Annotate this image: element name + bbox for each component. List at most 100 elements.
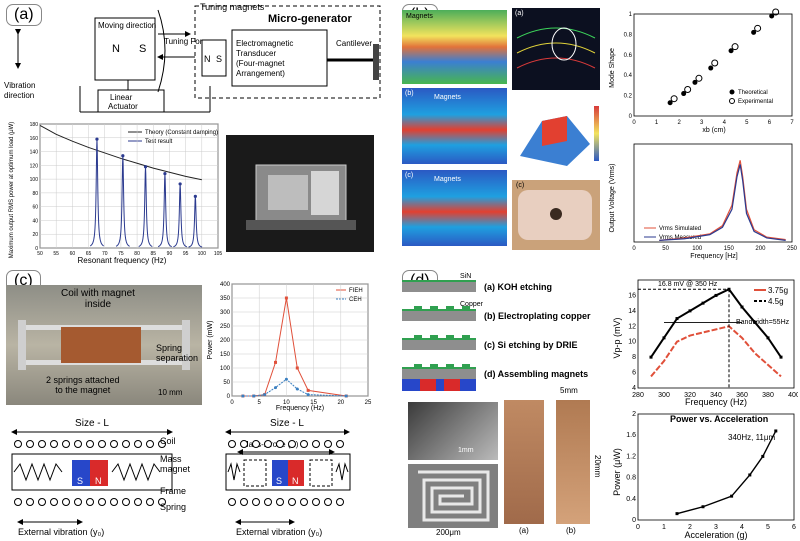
coil-turn [26,440,34,448]
chart-c-fieh-point [274,360,278,364]
voltage-plot-frame [633,143,793,243]
chart-c-fieh-line [242,297,347,397]
voltage-xtick-label: 0 [632,246,636,252]
chart-a-peak-curve [173,183,188,248]
legend-a-test: Test result [145,139,173,145]
ext-vib-right: External vibration (y₀) [236,527,322,537]
process-flow: SiN Copper (a) KOH etching(b) Electropla… [402,273,591,391]
chart-c-ceh-point [274,386,278,390]
power-xtick-label: 4 [740,524,744,531]
chart-c-ytick-label: 200 [220,338,231,344]
mode-exp-point [684,86,692,94]
moving-direction-label: Moving direction [98,21,156,30]
actuator-label-1: Linear [110,93,133,102]
sem-scale-1: 1mm [458,447,474,454]
chart-c-ceh-point [306,393,310,397]
surface-art [520,106,599,166]
coil-turn [146,498,154,506]
vpp-45-point [701,301,705,305]
legend-c-ceh: CEH [349,297,362,303]
legend-mode-theo: Theoretical [738,90,768,96]
coil-turn [312,498,320,506]
process-sin-layer [402,309,476,311]
chart-c-ytick-label: 100 [220,366,231,372]
magnet-right-red [288,473,304,486]
power-point [730,494,734,498]
sem-image-2 [408,464,498,528]
chart-c-xtick-label: 15 [310,400,317,406]
chart-a-xtick-label: 85 [150,251,156,257]
magnet-left-blue-top [72,460,90,473]
voltage-xtick-label: 150 [724,246,735,252]
diag-mass-l2: magnet [160,464,191,474]
magnet-right-s: S [276,476,282,486]
coil-row-bottom-left [14,498,166,506]
mode-exp-point [754,24,762,32]
coil-turn [252,498,260,506]
mode-xtick-label: 1 [655,120,659,126]
power-xtick-label: 2 [688,524,692,531]
chart-a-peak-point [193,194,197,198]
chart-a-ytick-label: 20 [32,232,38,238]
diag-frame-label: Frame [160,486,186,496]
chart-a-ytick-label: 140 [30,150,39,156]
cantilever-label: Cantilever [336,39,372,48]
transducer-l3: (Four-magnet [236,59,285,68]
mode-theo-point [728,48,734,54]
spiral-art [418,470,490,522]
process-step-label: (a) KOH etching [484,282,552,292]
vpp-chart: Frequency (Hz) Vp-p (mV) 3.75g 4.5g 16.8… [612,279,798,407]
coil-turn [14,440,22,448]
coil-turn [122,440,130,448]
spring-left-a [13,462,63,482]
process-copper [446,306,454,309]
magnet-left-red [90,473,108,486]
mode-theo-point [692,79,698,85]
coil-turn [300,498,308,506]
photo-device-block [268,175,308,210]
vpp-annotation-bw: Bandwidth=55Hz [736,319,790,326]
magnet-right-red-top [288,460,304,473]
chart-c-ytick-label: 300 [220,310,231,316]
coil-turn [276,498,284,506]
transducer-l4: Arrangement) [236,69,285,78]
vpp-45-point [714,293,718,297]
mode-xtick-label: 7 [790,120,794,126]
fieldlines-art [516,27,596,69]
coil-turn [86,498,94,506]
vibration-direction: Vibration direction [4,29,35,100]
vpp-ytick-label: 8 [632,354,636,361]
micro-generator-box [194,5,381,99]
coil-row-bottom-right [228,498,344,506]
vpp-ytick-label: 16 [628,292,636,299]
process-wafer [402,338,476,350]
legend-mode-exp: Experimental [738,99,773,105]
chart-a-xtick-label: 55 [53,251,59,257]
chart-c-ceh-point [252,394,256,398]
mode-xtick-label: 5 [745,120,749,126]
voltage-sim-line [659,160,786,241]
process-sin-label: SiN [460,273,471,280]
block-pole-s: S [139,43,146,55]
tm-pole-n: N [204,54,211,64]
power-point [774,429,778,433]
process-rows: (a) KOH etching(b) Electroplating copper… [402,280,591,391]
frame-right [225,453,351,491]
power-point [701,505,705,509]
chart-a-xtick-label: 60 [70,251,76,257]
process-magnet-blue [402,379,476,391]
mode-ytick-label: 0.8 [624,32,633,38]
sim-c-sub: (c) [405,172,414,179]
vpp-xtick-label: 340 [710,392,722,399]
sim-image-c: (c) Magnets [402,170,507,246]
device-sub-a: (a) [519,526,529,535]
chart-c-ytick-label: 150 [220,352,231,358]
chart-a-xtick-label: 100 [198,251,207,257]
photo-device-base [246,220,356,230]
sim-image-a: Magnets [402,10,507,84]
vpp-xtick-label: 380 [762,392,774,399]
mode-theo-point [681,91,687,97]
power-ytick-label: 1.2 [626,453,636,460]
power-xlabel: Acceleration (g) [684,530,747,540]
vpp-45-point [753,320,757,324]
